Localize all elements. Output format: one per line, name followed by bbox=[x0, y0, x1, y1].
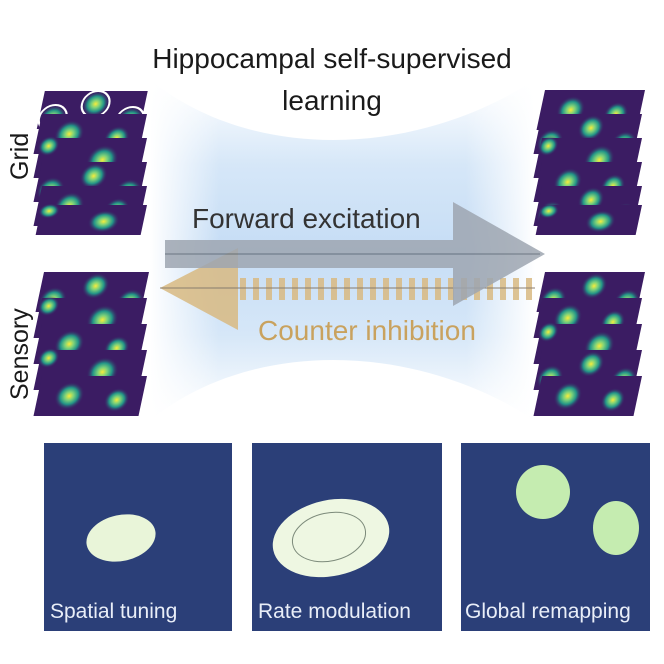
place-field bbox=[86, 514, 156, 562]
forward-excitation-arrow bbox=[165, 202, 545, 306]
figure-title: Hippocampal self-supervised learning bbox=[0, 38, 664, 122]
panel-spatial-tuning bbox=[44, 443, 232, 631]
place-field-outer bbox=[272, 498, 390, 578]
sensory-stack-right bbox=[531, 272, 646, 416]
counter-inhibition-label: Counter inhibition bbox=[258, 315, 476, 346]
grid-label: Grid bbox=[6, 132, 34, 180]
remapped-field-1 bbox=[516, 465, 570, 519]
sensory-stack-left bbox=[31, 272, 151, 416]
place-field-inner bbox=[291, 511, 367, 563]
remapped-field-2 bbox=[593, 501, 639, 555]
spatial-tuning-label: Spatial tuning bbox=[50, 600, 178, 623]
panel-global-remapping bbox=[461, 443, 650, 631]
title-line-1: Hippocampal self-supervised bbox=[152, 43, 512, 74]
rate-modulation-label: Rate modulation bbox=[258, 600, 411, 623]
sensory-label: Sensory bbox=[6, 308, 34, 400]
panel-rate-modulation bbox=[252, 443, 442, 631]
global-remapping-label: Global remapping bbox=[465, 600, 631, 623]
title-line-2: learning bbox=[282, 85, 382, 116]
forward-excitation-label: Forward excitation bbox=[192, 203, 421, 234]
